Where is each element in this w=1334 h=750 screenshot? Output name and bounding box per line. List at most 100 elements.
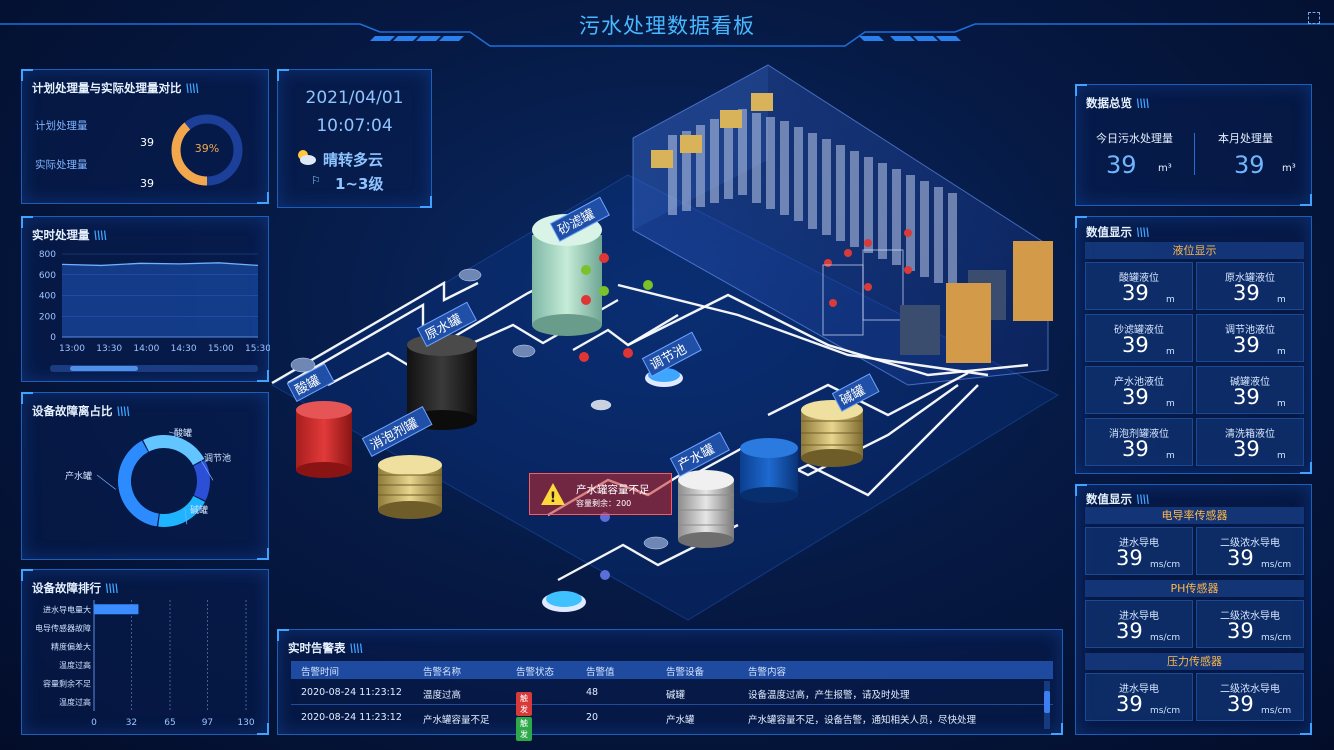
- leader-line: [168, 431, 179, 435]
- level-value: 39: [1122, 333, 1149, 357]
- header-frame: [0, 23, 1334, 47]
- sensor-group-title: 压力传感器: [1085, 653, 1304, 670]
- today-value: 39: [1106, 151, 1137, 179]
- panel-title: 数值显示\\\\: [1086, 225, 1150, 239]
- defoamer-tank: [378, 455, 442, 519]
- table-row[interactable]: 2020-08-24 11:23:12 温度过高 触发 48 碱罐 设备温度过高…: [291, 681, 1053, 716]
- membrane-room: [632, 64, 1053, 386]
- panel-title: 实时处理量\\\\: [32, 228, 107, 242]
- month-value: 39: [1234, 151, 1265, 179]
- x-tick-label: 14:30: [171, 344, 197, 354]
- sensor-unit: ms/cm: [1261, 633, 1292, 643]
- slice-label: 产水罐: [65, 470, 92, 482]
- row-content: 设备温度过高，产生报警，请及时处理: [748, 690, 910, 701]
- panel-title: 计划处理量与实际处理量对比\\\\: [32, 81, 199, 95]
- scrollbar-thumb[interactable]: [1044, 691, 1050, 713]
- category-label: 电导传感器故障: [35, 623, 91, 633]
- clean-pool: [542, 591, 586, 612]
- slice-label: 碱罐: [190, 504, 208, 516]
- plan-compare-panel: 计划处理量与实际处理量对比\\\\ 计划处理量 39 实际处理量 39 39%: [21, 69, 269, 204]
- y-tick-label: 400: [39, 292, 56, 302]
- table-scrollbar[interactable]: [1044, 681, 1050, 729]
- scrollbar-thumb[interactable]: [70, 366, 138, 371]
- sensor-label: 进水导电: [1119, 538, 1159, 549]
- row-device: 碱罐: [666, 690, 686, 701]
- series-line: [61, 262, 259, 267]
- sensor-group-title: 电导率传感器: [1085, 507, 1304, 524]
- category-label: 温度过高: [59, 697, 91, 707]
- warning-detail: 容量剩余：200: [576, 499, 632, 508]
- table-row[interactable]: 2020-08-24 11:23:12 产水罐容量不足 触发 20 产水罐 产水…: [291, 706, 1053, 741]
- leader-line: [198, 456, 214, 481]
- level-unit: m: [1166, 295, 1175, 305]
- row-name: 温度过高: [423, 690, 462, 701]
- col-device: 告警设备: [666, 667, 705, 678]
- sensor-value: 39: [1227, 619, 1254, 643]
- warning-icon: !: [540, 482, 566, 510]
- actual-value: 39: [140, 177, 154, 190]
- status-badge: 触发: [516, 717, 532, 741]
- fullscreen-icon[interactable]: [1308, 12, 1320, 24]
- ring-percent: 39%: [194, 142, 220, 155]
- sensor-value: 39: [1116, 619, 1143, 643]
- panel-title: 设备故障排行\\\\: [32, 581, 119, 595]
- level-unit: m: [1166, 347, 1175, 357]
- slice-label: 调节池: [204, 452, 231, 464]
- level-label: 调节池液位: [1225, 325, 1275, 336]
- level-label: 原水罐液位: [1225, 273, 1275, 284]
- overview-panel: 数据总览\\\\ 今日污水处理量 39 m³ 本月处理量 39 m³: [1075, 84, 1312, 206]
- area-fill: [62, 262, 258, 337]
- level-label: 清洗箱液位: [1225, 429, 1275, 440]
- col-content: 告警内容: [748, 667, 787, 678]
- bar: [94, 604, 139, 615]
- weather-text: 晴转多云: [323, 151, 384, 169]
- y-tick-label: 200: [39, 312, 56, 322]
- status-badge: 触发: [516, 692, 532, 716]
- blue-tank: [740, 438, 798, 503]
- col-status: 告警状态: [516, 667, 555, 678]
- sensor-label: 进水导电: [1119, 684, 1159, 695]
- leader-line: [184, 508, 188, 525]
- col-value: 告警值: [586, 667, 615, 678]
- wind-icon: ⚐: [311, 174, 321, 187]
- warning-title: 产水罐容量不足: [576, 484, 650, 496]
- row-name: 产水罐容量不足: [423, 715, 490, 726]
- panel-title: 设备故障离占比\\\\: [32, 404, 130, 418]
- donut-slice: [158, 495, 205, 527]
- x-tick-label: 97: [202, 718, 213, 728]
- date-text: 2021/04/01: [305, 88, 404, 108]
- level-unit: m: [1166, 399, 1175, 409]
- process-scene: 酸罐 原水罐 砂滤罐 消泡剂罐 调节池 碱罐 产水罐: [271, 64, 1060, 621]
- level-unit: m: [1166, 451, 1175, 461]
- x-tick-label: 14:00: [133, 344, 159, 354]
- y-tick-label: 600: [39, 271, 56, 281]
- level-label: 酸罐液位: [1119, 273, 1159, 284]
- level-unit: m: [1277, 347, 1286, 357]
- chart-scrollbar[interactable]: [50, 365, 258, 372]
- warning-popup[interactable]: ! 产水罐容量不足 容量剩余：200: [529, 473, 672, 515]
- sensor-unit: ms/cm: [1261, 560, 1292, 570]
- actual-label: 实际处理量: [35, 159, 88, 171]
- row-value: 20: [586, 712, 599, 723]
- product-tank: [678, 470, 734, 548]
- ratio-ring-arc: [171, 114, 243, 186]
- month-label: 本月处理量: [1218, 132, 1273, 145]
- x-tick-label: 15:30: [245, 344, 270, 354]
- row-content: 产水罐容量不足，设备告警，通知相关人员，尽快处理: [748, 715, 977, 726]
- x-tick-label: 32: [126, 718, 137, 728]
- sensor-unit: ms/cm: [1150, 560, 1181, 570]
- category-label: 精度偏差大: [51, 641, 91, 651]
- level-value: 39: [1233, 437, 1260, 461]
- x-tick-label: 0: [91, 718, 97, 728]
